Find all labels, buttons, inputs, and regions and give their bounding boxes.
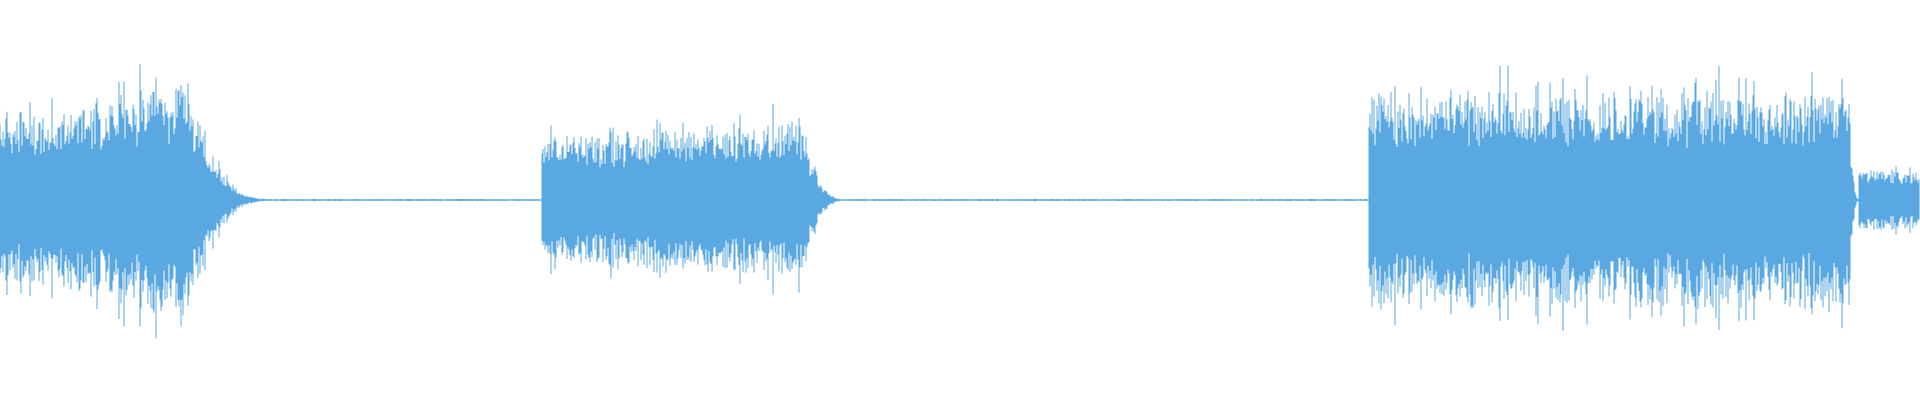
waveform-peaks xyxy=(0,64,1920,339)
waveform-path xyxy=(0,64,1920,339)
